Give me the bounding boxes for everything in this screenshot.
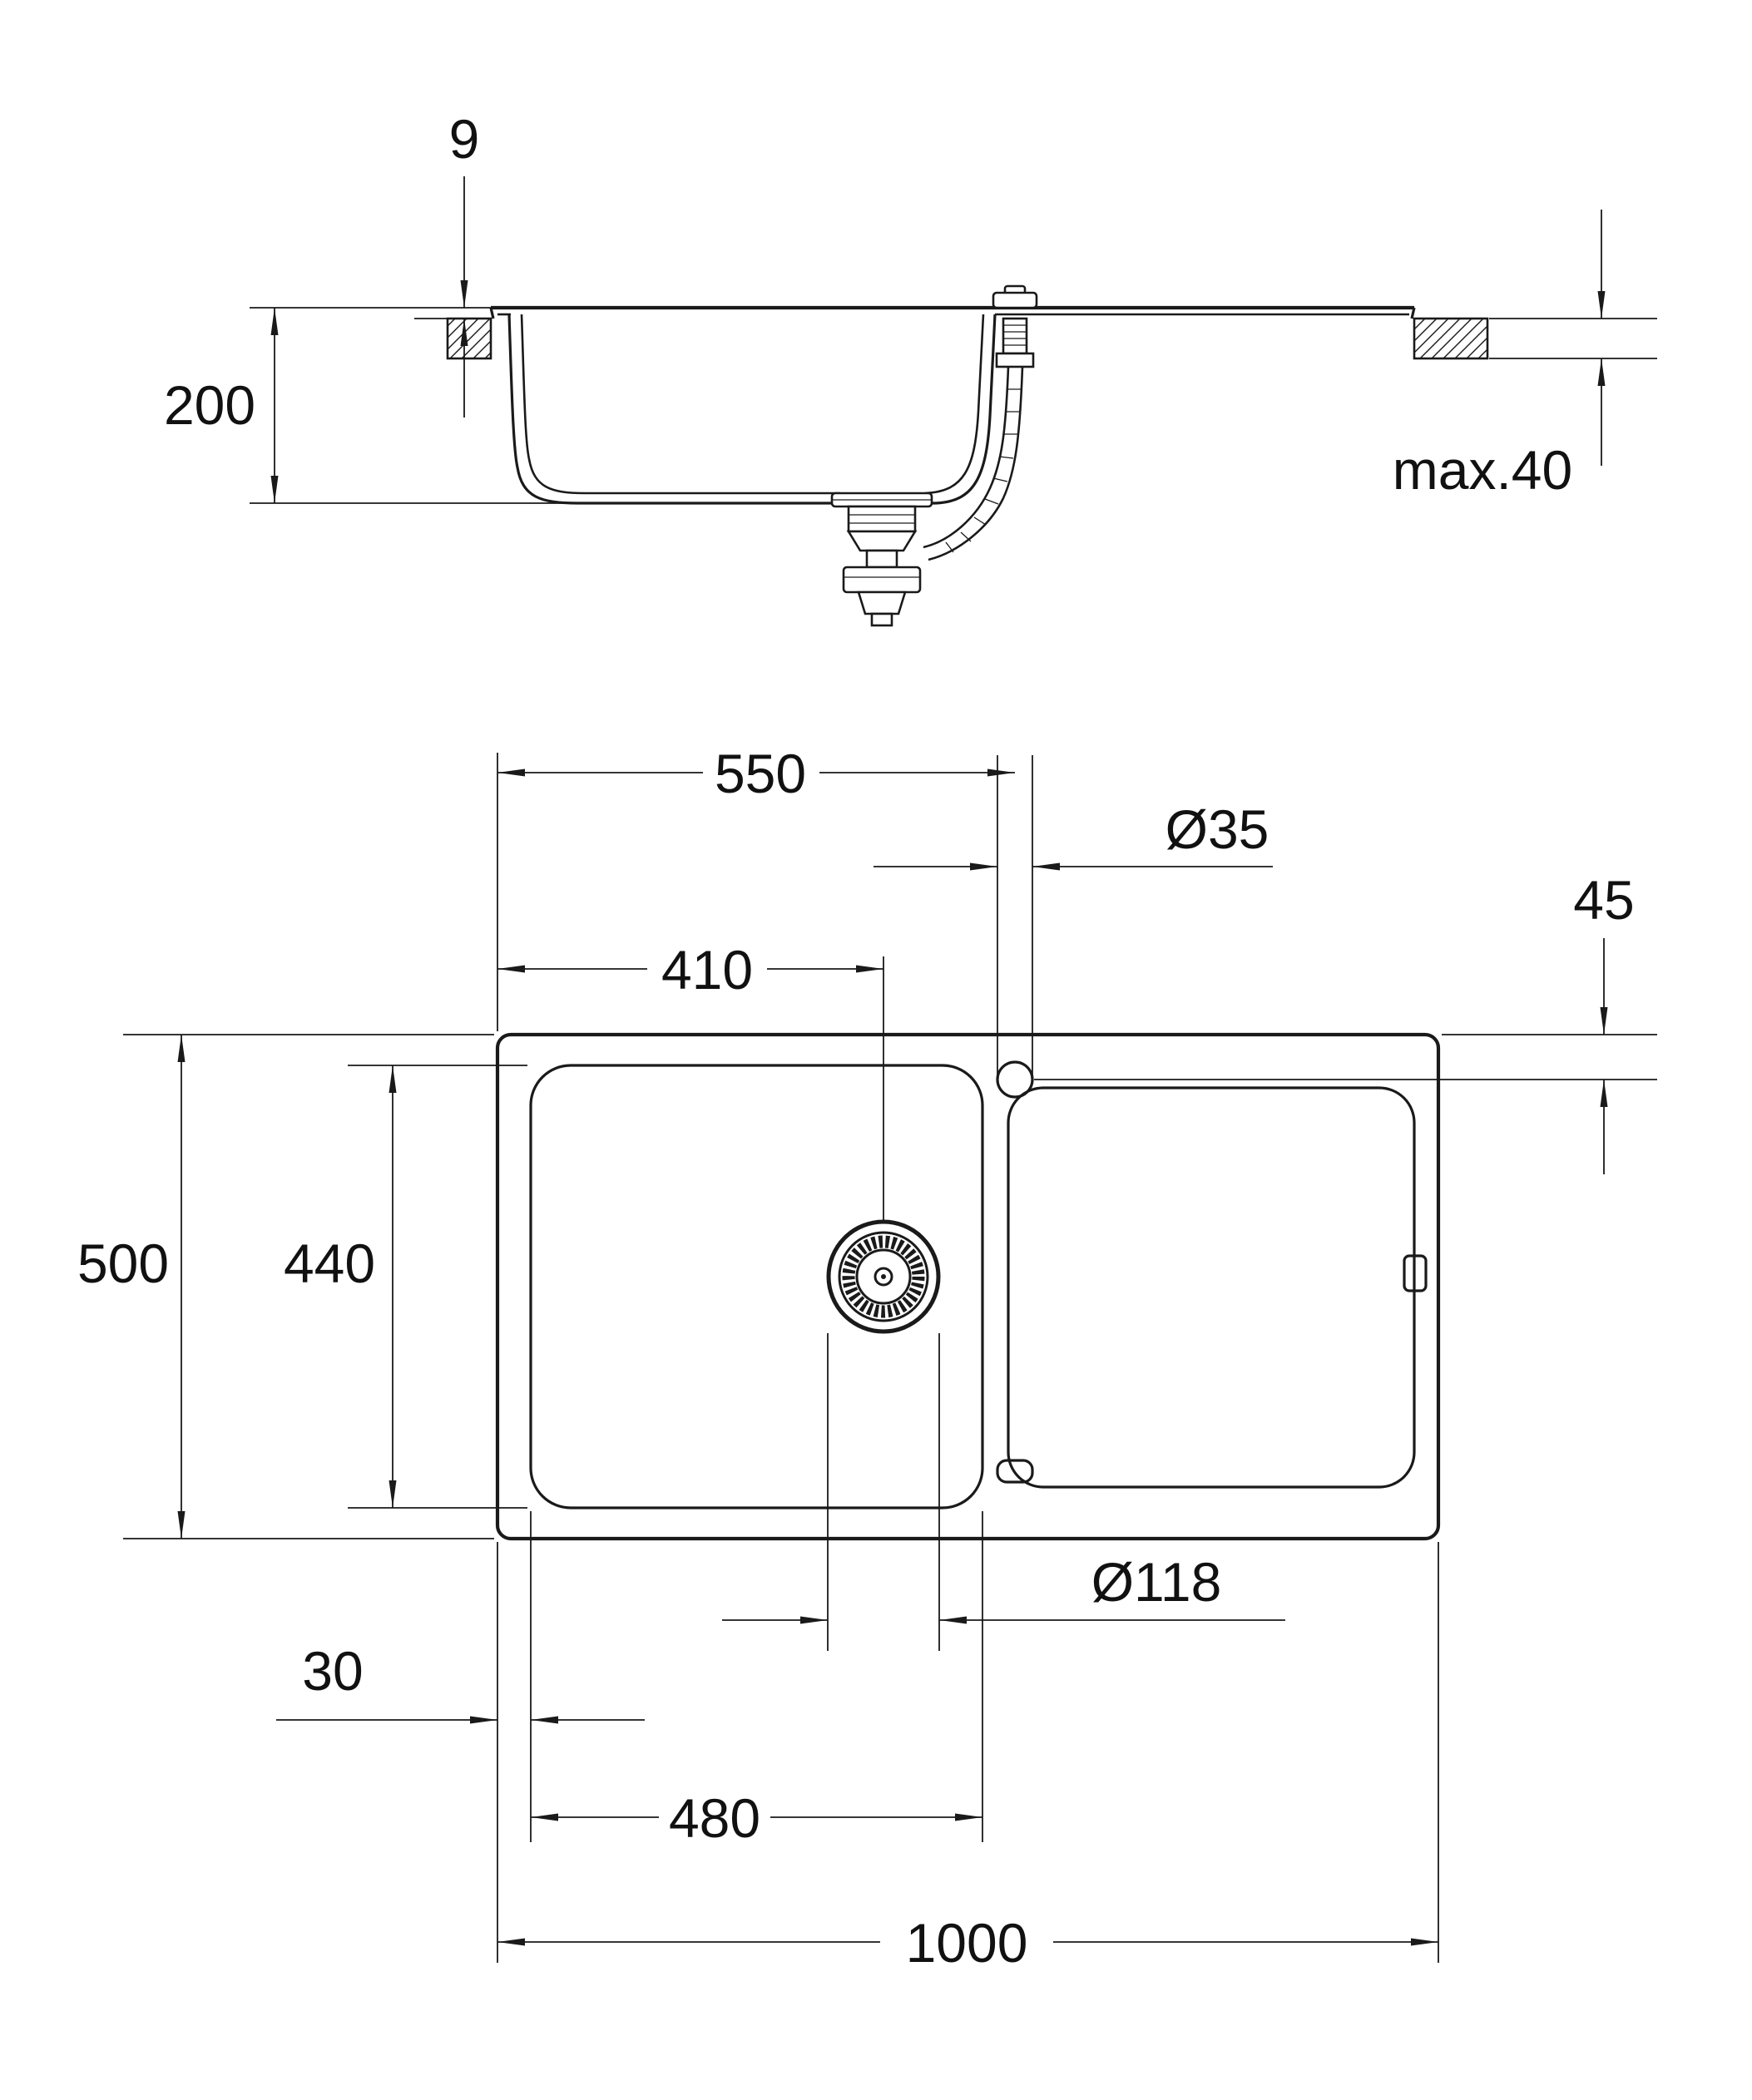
bowl-outline	[529, 1064, 984, 1510]
dimension-overall-depth: 500	[77, 1034, 494, 1539]
tap-hole-fitting	[992, 284, 1038, 368]
worktop-section-left	[446, 317, 492, 360]
dim-label-rim-height: 9	[449, 108, 480, 170]
dimension-tap-from-left: 550	[497, 743, 1015, 804]
dimension-bowl-depth: 200	[164, 308, 582, 504]
dim-label-tap-diameter: Ø35	[1166, 798, 1269, 860]
dim-label-bowl-depth: 200	[164, 374, 255, 436]
side-view: 9 200 max.40	[164, 108, 1657, 627]
dimension-counter-thickness: max.40	[1393, 210, 1657, 501]
overflow-hose	[923, 366, 1024, 561]
tap-hole	[996, 1060, 1034, 1099]
dimension-rim-width: 30	[276, 1640, 645, 1724]
drainer-outline	[1007, 1086, 1416, 1489]
sink-profile	[489, 305, 1416, 505]
strainer-knurl-ring	[842, 1235, 925, 1318]
drain-assembly	[830, 492, 933, 627]
dimension-rim-height: 9	[250, 108, 492, 418]
dimension-tap-diameter: Ø35	[874, 798, 1273, 871]
drain-strainer	[826, 1219, 941, 1334]
sink-outline	[495, 1032, 1441, 1541]
plan-extension-lines	[497, 753, 1439, 1963]
dim-label-1000: 1000	[906, 1912, 1028, 1974]
worktop-section-right	[1413, 317, 1489, 360]
dim-label-440: 440	[284, 1233, 375, 1294]
drainer-drain-slot	[996, 1459, 1034, 1484]
dimension-bowl-inner-depth: 440	[284, 1065, 527, 1509]
dim-label-30: 30	[302, 1640, 363, 1702]
dim-label-45: 45	[1573, 869, 1634, 931]
overflow-slot	[1403, 1254, 1428, 1292]
dimension-drain-from-left: 410	[497, 939, 883, 1001]
dim-label-drain-diameter: Ø118	[1091, 1551, 1222, 1613]
dim-label-550: 550	[715, 743, 806, 804]
dimension-tap-from-top: 45	[1034, 869, 1657, 1174]
dimension-overall-width: 1000	[497, 1912, 1438, 1974]
dim-label-480: 480	[669, 1787, 760, 1849]
dimension-drain-diameter: Ø118	[722, 1551, 1285, 1624]
plan-view: 550 Ø35 45 410 500	[77, 743, 1657, 1974]
dim-label-counter-thickness: max.40	[1393, 439, 1572, 501]
dimension-bowl-inner-width: 480	[531, 1787, 982, 1849]
dim-label-500: 500	[77, 1233, 169, 1294]
dim-label-410: 410	[661, 939, 753, 1001]
